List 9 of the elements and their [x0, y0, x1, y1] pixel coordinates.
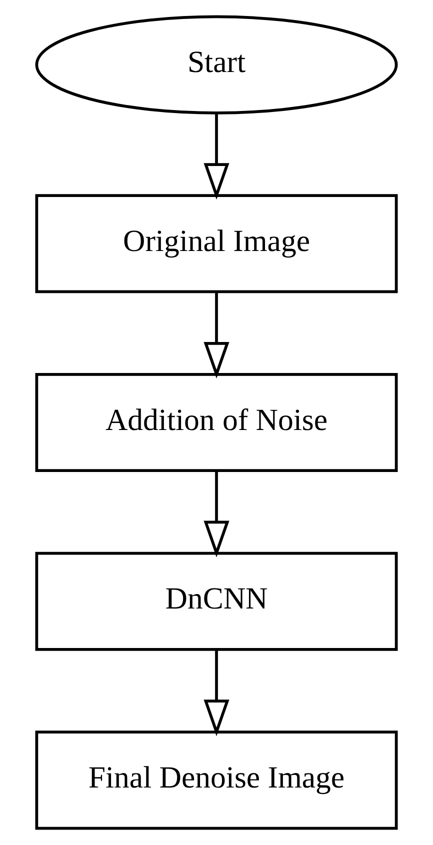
arrow — [204, 292, 230, 379]
node-box: Original Image — [35, 194, 398, 294]
arrow — [204, 114, 230, 200]
node-ellipse: Start — [35, 15, 398, 114]
arrow — [204, 650, 230, 736]
arrow — [204, 471, 230, 558]
node-box: Final Denoise Image — [35, 730, 398, 830]
node-box: Addition of Noise — [35, 372, 398, 472]
node-box: DnCNN — [35, 552, 398, 651]
